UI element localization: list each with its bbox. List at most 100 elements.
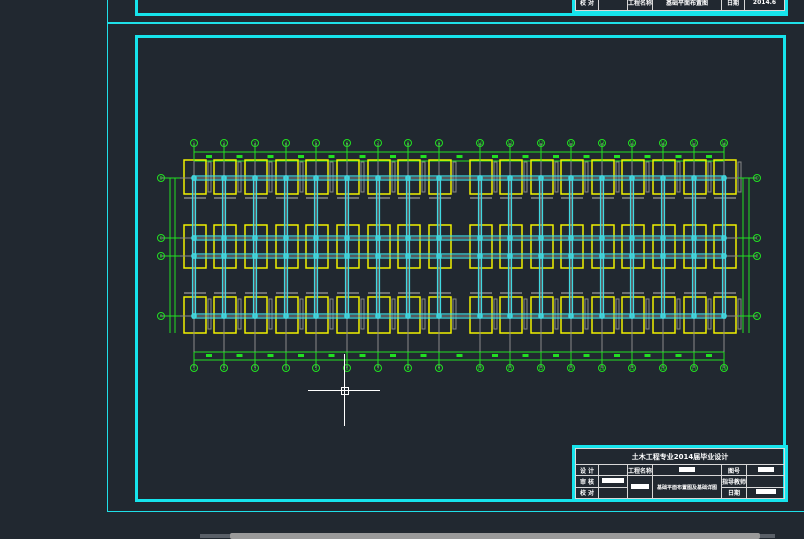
column-node [405, 253, 411, 259]
column-node [538, 313, 544, 319]
column-node [568, 313, 574, 319]
column-node [313, 175, 319, 181]
footing-detail [645, 161, 650, 193]
redacted-value [631, 483, 649, 489]
dimension-text [206, 354, 212, 357]
axis-bubble [659, 139, 667, 147]
dimension-text [206, 155, 212, 158]
column-node [252, 253, 258, 259]
tb-label-review: 审 核 [575, 475, 599, 488]
axis-bubble [220, 139, 228, 147]
axis-label: 2 [223, 141, 226, 146]
axis-bubble [251, 139, 259, 147]
axis-bubble [506, 364, 514, 372]
tb-value [598, 475, 628, 488]
column-node [405, 235, 411, 241]
column-node [599, 313, 605, 319]
previous-sheet-border [107, 0, 804, 23]
column-node [629, 253, 635, 259]
dimension-text [390, 155, 396, 158]
axis-label: A [756, 314, 759, 319]
project-title: 土木工程专业2014届毕业设计 [575, 448, 785, 465]
column-node [721, 313, 727, 319]
column-node [375, 235, 381, 241]
axis-bubble [659, 364, 667, 372]
column-node [283, 253, 289, 259]
column-node [477, 175, 483, 181]
column-node [313, 253, 319, 259]
column-node [191, 313, 197, 319]
axis-bubble [157, 174, 165, 182]
column-node [721, 253, 727, 259]
tb-value [626, 475, 654, 499]
column-node [436, 175, 442, 181]
drawing-name: 基础平面布置图及基础详图 [652, 475, 723, 499]
axis-bubble [312, 139, 320, 147]
dimension-text [328, 155, 335, 158]
previous-title-block: 校 对 工程名称 基础平面布置图 日期 2014.6 [572, 0, 788, 14]
axis-bubble [343, 364, 351, 372]
footing-detail [737, 298, 742, 330]
column-node [191, 253, 197, 259]
axis-label: D [755, 176, 758, 181]
dimension-text [359, 354, 366, 357]
column-node [405, 175, 411, 181]
axis-bubble [628, 139, 636, 147]
axis-bubble [404, 364, 412, 372]
dimension-text [267, 155, 274, 158]
axis-label: 4 [285, 141, 288, 146]
axis-label: B [756, 254, 759, 259]
axis-bubble [476, 139, 484, 147]
tb-cell: 2014.6 [744, 0, 785, 11]
axis-bubble [157, 312, 165, 320]
axis-bubble [690, 364, 698, 372]
footing-detail [268, 161, 273, 193]
column-node [599, 253, 605, 259]
axis-label: 10 [477, 366, 483, 371]
column-node [375, 313, 381, 319]
column-node [477, 313, 483, 319]
column-node [344, 313, 350, 319]
axis-bubble [220, 364, 228, 372]
axis-bubble [251, 364, 259, 372]
axis-label: 11 [507, 141, 513, 146]
column-node [538, 235, 544, 241]
axis-bubble [753, 312, 761, 320]
dimension-text [706, 155, 712, 158]
axis-bubble [567, 139, 575, 147]
footing-detail [299, 161, 304, 193]
dimension-text [236, 155, 243, 158]
column-node [568, 175, 574, 181]
tb-cell: 工程名称 [626, 0, 654, 11]
column-node [191, 235, 197, 241]
column-node [568, 235, 574, 241]
crosshair-cursor-icon [344, 354, 345, 426]
dimension-text [492, 155, 498, 158]
footing-detail [391, 161, 396, 193]
dimension-text [420, 155, 427, 158]
horizontal-scrollbar-thumb[interactable] [230, 533, 760, 539]
axis-label: B [160, 254, 163, 259]
axis-label: 6 [346, 366, 349, 371]
column-node [313, 313, 319, 319]
axis-label: 7 [377, 366, 380, 371]
axis-label: C [756, 236, 759, 241]
axis-label: 9 [438, 366, 441, 371]
dimension-text [614, 354, 620, 357]
axis-label: 1 [193, 141, 196, 146]
redacted-value [679, 466, 696, 472]
footing-detail [237, 161, 242, 193]
column-node [721, 175, 727, 181]
dimension-text [614, 155, 620, 158]
column-node [538, 253, 544, 259]
axis-bubble [537, 139, 545, 147]
tb-value [746, 486, 785, 500]
axis-bubble [628, 364, 636, 372]
column-node [538, 175, 544, 181]
column-node [221, 253, 227, 259]
tb-value [652, 463, 723, 477]
column-node [691, 235, 697, 241]
footing-detail [523, 161, 528, 193]
dimension-text [553, 155, 559, 158]
